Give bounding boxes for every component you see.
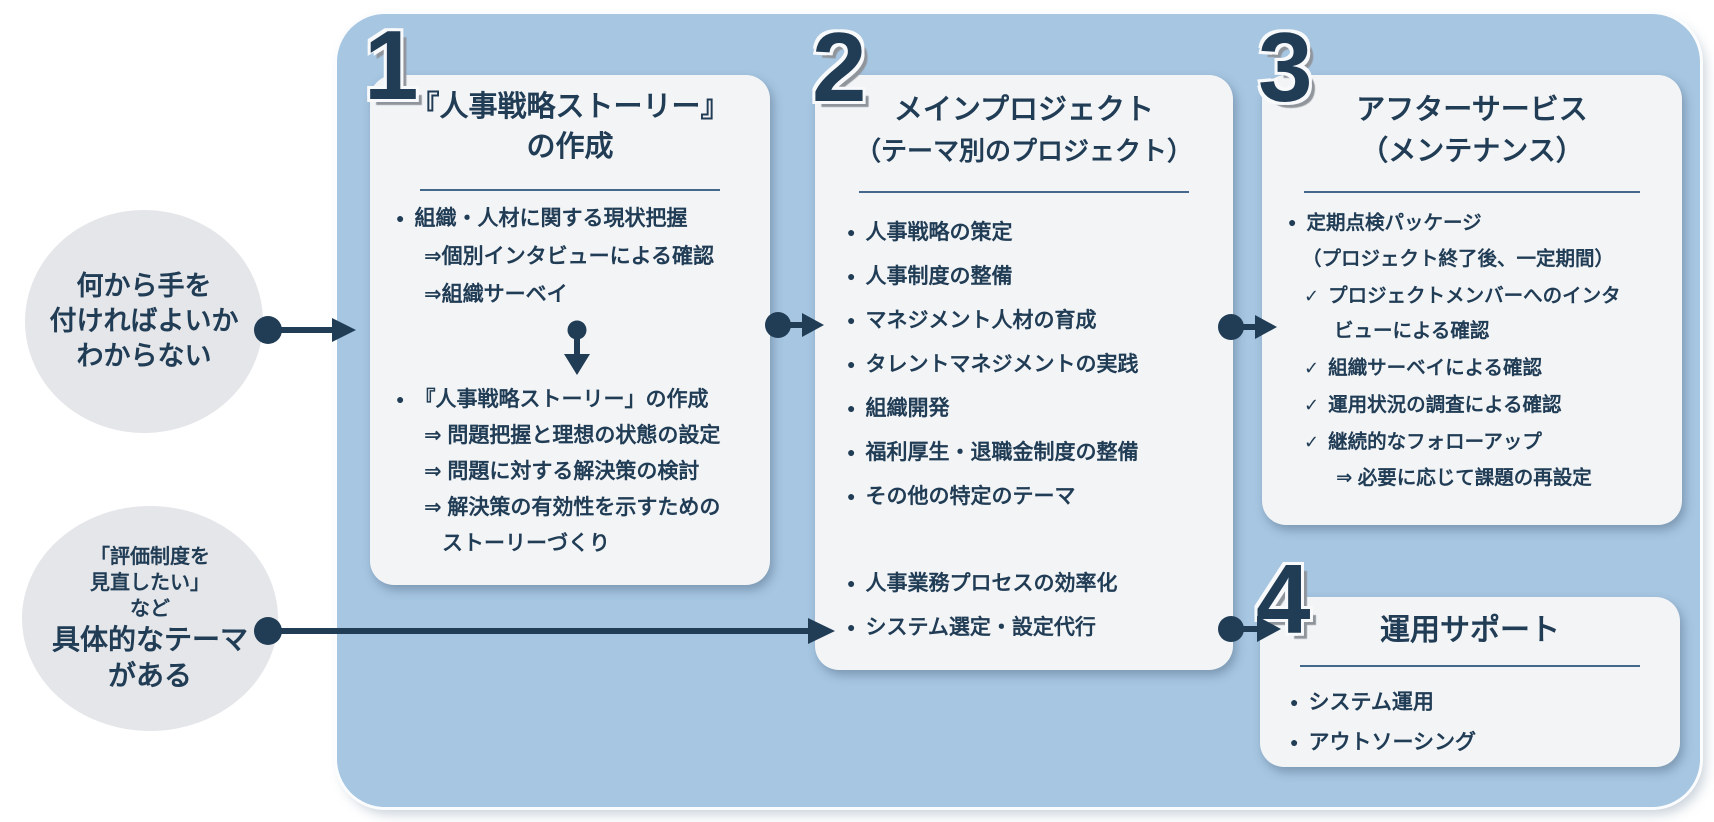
arrow-bubble2-to-step2-icon <box>254 617 835 645</box>
step-4-title-line1: 運用サポート <box>1380 614 1560 647</box>
list-item: ● 人事制度の整備 <box>847 263 1233 291</box>
bubble1-line3: わからない <box>76 341 212 371</box>
step-3-title-line1: アフターサービス <box>1356 94 1588 126</box>
step-1-title: 『人事戦略ストーリー』 の作成 <box>370 75 770 167</box>
step-2-number: 2 <box>812 12 867 122</box>
step-2-card: メインプロジェクト （テーマ別のプロジェクト） ● 人事戦略の策定 ● 人事制度… <box>815 75 1233 670</box>
title-underline <box>420 189 720 191</box>
list-item: ● 人事業務プロセスの効率化 <box>847 570 1233 598</box>
bullet-icon: ● <box>847 356 856 372</box>
arrow-step1-to-step2-icon <box>765 312 824 338</box>
step-2-title: メインプロジェクト （テーマ別のプロジェクト） <box>815 75 1233 171</box>
bubble2-small3: など <box>130 597 170 620</box>
bubble1-line2: 付ければよいか <box>49 306 239 336</box>
sub-item: ストーリーづくり <box>442 532 610 555</box>
step-2-title-line2: （テーマ別のプロジェクト） <box>854 136 1193 166</box>
bullet-icon: ● <box>396 210 405 226</box>
bullet-icon: ● <box>847 488 856 504</box>
step-2-list: ● 人事戦略の策定 ● 人事制度の整備 ● マネジメント人材の育成 ● タレント… <box>815 193 1233 642</box>
step-1-card: 『人事戦略ストーリー』 の作成 ● 組織・人材に関する現状把握 ⇒個別インタビュ… <box>370 75 770 585</box>
check-item: ✓ 組織サーベイによる確認 <box>1288 355 1682 382</box>
bubble2-small2: 見直したい」 <box>90 571 210 594</box>
step-3-list: ● 定期点検パッケージ （プロジェクト終了後、一定期間） ✓ プロジェクトメンバ… <box>1262 193 1682 492</box>
step-1-title-line2: の作成 <box>526 131 614 163</box>
bubble2-bold2: がある <box>107 659 192 691</box>
arrow-bubble1-to-step1-icon <box>254 316 356 344</box>
list-item: ● アウトソーシング <box>1290 729 1680 757</box>
list-item: ● タレントマネジメントの実践 <box>847 351 1233 379</box>
check-item: ✓ 運用状況の調査による確認 <box>1288 392 1682 419</box>
check-item: ✓ 継続的なフォローアップ <box>1288 429 1682 456</box>
step-3-title-line2: （メンテナンス） <box>1360 135 1584 166</box>
arrow-step2-to-step3-icon <box>1218 314 1277 340</box>
sub-item: ⇒ 解決策の有効性を示すための <box>424 496 721 519</box>
sub-item: ⇒ 問題把握と理想の状態の設定 <box>424 424 721 447</box>
step-2-title-line1: メインプロジェクト <box>893 94 1155 126</box>
title-underline <box>859 191 1189 193</box>
bubble2-bold1: 具体的なテーマ <box>51 623 248 655</box>
pain-point-bubble-1: 何から手を 付ければよいか わからない <box>25 210 263 433</box>
bullet-icon: ● <box>1288 214 1297 230</box>
bubble1-line1: 何から手を <box>76 271 212 301</box>
list-item: ● 組織開発 <box>847 395 1233 423</box>
list-item: ● 『人事戦略ストーリー」の作成 <box>396 386 770 414</box>
bullet-icon: ● <box>847 224 856 240</box>
step-3-title: アフターサービス （メンテナンス） <box>1262 75 1682 171</box>
bubble2-small1: 「評価制度を <box>90 545 210 568</box>
list-item: ● システム運用 <box>1290 689 1680 717</box>
check-icon: ✓ <box>1304 395 1320 415</box>
step-3-card: アフターサービス （メンテナンス） ● 定期点検パッケージ （プロジェクト終了後… <box>1262 75 1682 525</box>
list-item: ● 定期点検パッケージ <box>1288 210 1682 237</box>
list-item: ● 福利厚生・退職金制度の整備 <box>847 439 1233 467</box>
bullet-icon: ● <box>396 391 405 407</box>
pain-point-bubble-2: 「評価制度を 見直したい」 など 具体的なテーマ がある <box>22 506 278 731</box>
bullet-icon: ● <box>847 575 856 591</box>
check-icon: ✓ <box>1304 358 1320 378</box>
list-item: ● マネジメント人材の育成 <box>847 307 1233 335</box>
check-icon: ✓ <box>1304 432 1320 452</box>
sub-item: ⇒個別インタビューによる確認 <box>424 245 714 268</box>
bullet-icon: ● <box>847 268 856 284</box>
step-1-number: 1 <box>364 10 419 120</box>
list-item: ● 組織・人材に関する現状把握 <box>396 205 770 233</box>
title-underline <box>1300 665 1640 667</box>
check-item-continuation: ビューによる確認 <box>1334 320 1490 342</box>
sub-item: ⇒ 問題に対する解決策の検討 <box>424 460 700 483</box>
bullet-icon: ● <box>847 619 856 635</box>
bullet-icon: ● <box>1290 694 1299 710</box>
sub-item: ⇒ 必要に応じて課題の再設定 <box>1336 467 1592 489</box>
title-underline <box>1304 191 1640 193</box>
step-3-number: 3 <box>1258 12 1313 122</box>
arrow-down-icon <box>564 320 590 375</box>
sub-item: （プロジェクト終了後、一定期間） <box>1302 248 1615 270</box>
step-4-card: 運用サポート ● システム運用 ● アウトソーシング <box>1260 597 1680 767</box>
bullet-icon: ● <box>1290 734 1299 750</box>
arrow-step2-to-step4-icon <box>1218 616 1281 642</box>
bullet-icon: ● <box>847 444 856 460</box>
step-4-title: 運用サポート <box>1260 597 1680 651</box>
step-4-list: ● システム運用 ● アウトソーシング <box>1260 667 1680 757</box>
step-1-list: ● 組織・人材に関する現状把握 ⇒個別インタビューによる確認 ⇒組織サーベイ ●… <box>370 191 770 558</box>
list-item: ● その他の特定のテーマ <box>847 483 1233 511</box>
sub-item: ⇒組織サーベイ <box>424 283 568 306</box>
list-item: ● 人事戦略の策定 <box>847 219 1233 247</box>
check-item: ✓ プロジェクトメンバーへのインタ <box>1288 283 1682 310</box>
check-icon: ✓ <box>1304 286 1320 306</box>
bullet-icon: ● <box>847 312 856 328</box>
bullet-icon: ● <box>847 400 856 416</box>
list-item: ● システム選定・設定代行 <box>847 614 1233 642</box>
step-1-title-line1: 『人事戦略ストーリー』 <box>410 91 730 123</box>
